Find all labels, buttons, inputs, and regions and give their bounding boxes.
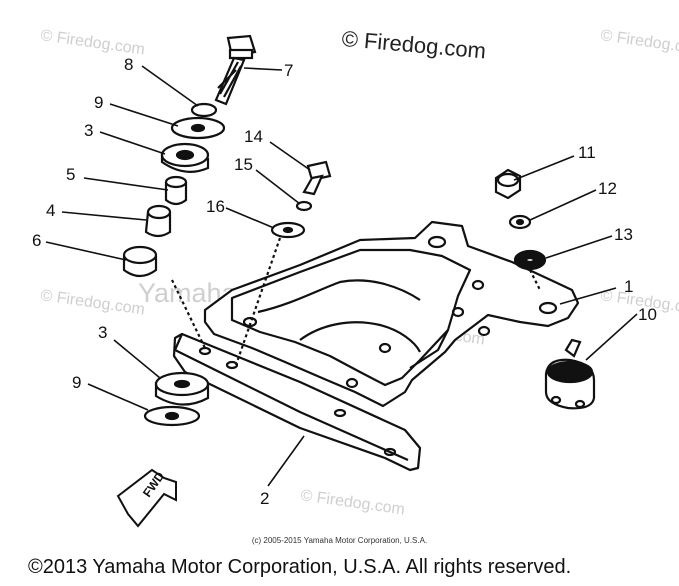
callout-6: 6	[32, 231, 41, 250]
callout-12: 12	[598, 179, 617, 198]
watermark-firedog: © Firedog.com	[599, 27, 679, 58]
callout-labels: 1 2 3 3 4 5 6 7 8 9 9 10 11 12 13 14 15 …	[32, 55, 657, 508]
callout-4: 4	[46, 201, 55, 220]
main-copyright: ©2013 Yamaha Motor Corporation, U.S.A. A…	[28, 556, 572, 578]
nut-11	[494, 168, 522, 200]
bolt-14	[302, 160, 332, 196]
callout-15: 15	[234, 155, 253, 174]
small-copyright: (c) 2005-2015 Yamaha Motor Corporation, …	[251, 536, 428, 545]
mount-10	[544, 338, 596, 410]
callout-2: 2	[260, 489, 269, 508]
callout-1: 1	[624, 277, 633, 296]
watermark-firedog: © Firedog.com	[39, 287, 145, 318]
callout-9-bottom: 9	[72, 373, 81, 392]
collar-4	[144, 204, 172, 238]
grommet-3-top	[160, 142, 210, 173]
callout-3-bottom: 3	[98, 323, 107, 342]
callout-7: 7	[284, 61, 293, 80]
middle-stack	[234, 160, 332, 366]
collar-5	[164, 175, 188, 206]
grommet-13	[513, 249, 547, 271]
grommet-3-bottom	[154, 371, 210, 406]
watermark-firedog: © Firedog.com	[39, 27, 145, 58]
callout-8: 8	[124, 55, 133, 74]
leader-lines	[45, 65, 638, 487]
bracket-part	[203, 220, 580, 408]
washer-8	[190, 102, 218, 118]
callout-10: 10	[638, 305, 657, 324]
callout-14: 14	[244, 127, 263, 146]
callout-9-top: 9	[94, 93, 103, 112]
callout-3-top: 3	[84, 121, 93, 140]
callout-13: 13	[614, 225, 633, 244]
callout-5: 5	[66, 165, 75, 184]
bolt-7	[214, 34, 257, 106]
fwd-arrow: FWD	[116, 468, 177, 528]
right-stack	[494, 168, 596, 410]
callout-16: 16	[206, 197, 225, 216]
washer-15	[295, 200, 313, 212]
collar-6	[122, 245, 158, 278]
rail-part	[172, 332, 422, 472]
left-stack	[122, 34, 257, 427]
callout-11: 11	[578, 143, 596, 162]
watermark-firedog: © Firedog.com	[299, 487, 405, 518]
